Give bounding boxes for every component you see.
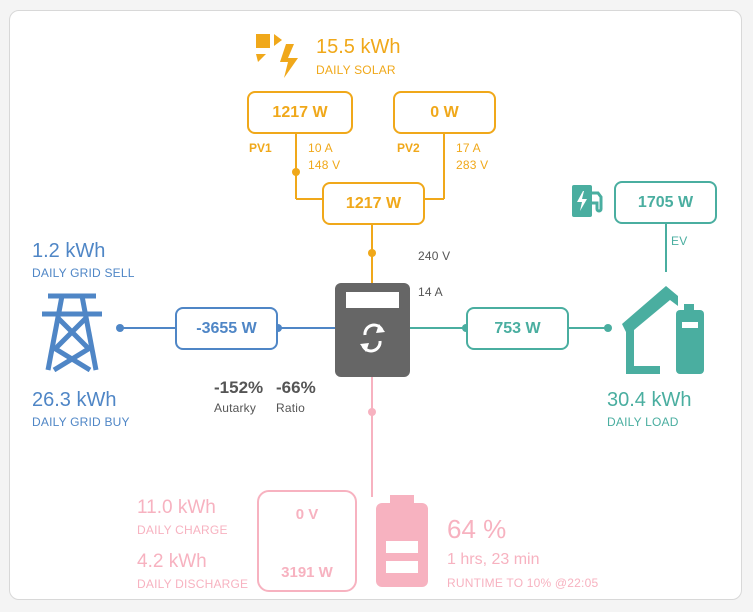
- pv1-voltage: 148 V: [308, 158, 341, 172]
- autarky-label: Autarky: [214, 401, 257, 415]
- pv2-power-box[interactable]: 0 W: [393, 91, 496, 134]
- battery-icon: [372, 493, 432, 589]
- battery-soc: 64 %: [447, 514, 507, 544]
- inverter-voltage: 240 V: [418, 249, 451, 263]
- grid-sell-label: DAILY GRID SELL: [32, 266, 135, 280]
- pv2-voltage: 283 V: [456, 158, 489, 172]
- ev-power-box[interactable]: 1705 W: [614, 181, 717, 224]
- ratio-value: -66%: [276, 378, 316, 397]
- pv2-current: 17 A: [456, 141, 481, 155]
- daily-load-value: 30.4 kWh: [607, 389, 692, 411]
- daily-discharge-label: DAILY DISCHARGE: [137, 577, 249, 591]
- pv2-label: PV2: [397, 141, 420, 155]
- ev-label: EV: [671, 234, 688, 248]
- home-battery-icon: [620, 284, 720, 376]
- battery-runtime-label: RUNTIME TO 10% @22:05: [447, 576, 599, 590]
- daily-charge-value: 11.0 kWh: [137, 497, 216, 518]
- solar-icon: [252, 32, 302, 80]
- pv1-power: 1217 W: [272, 103, 328, 121]
- grid-sell-value: 1.2 kWh: [32, 240, 106, 262]
- daily-load-label: DAILY LOAD: [607, 415, 679, 429]
- load-power-box[interactable]: 753 W: [466, 307, 569, 350]
- inverter-current: 14 A: [418, 285, 443, 299]
- transmission-tower-icon: [40, 290, 104, 373]
- daily-charge-label: DAILY CHARGE: [137, 523, 228, 537]
- solar-total-box[interactable]: 1217 W: [322, 182, 425, 225]
- battery-runtime: 1 hrs, 23 min: [447, 551, 540, 568]
- daily-solar-label: DAILY SOLAR: [316, 63, 396, 77]
- load-power: 753 W: [494, 319, 541, 337]
- pv2-power: 0 W: [430, 103, 459, 121]
- ratio-label: Ratio: [276, 401, 306, 415]
- battery-power: 3191 W: [281, 564, 333, 581]
- pv1-label: PV1: [249, 141, 272, 155]
- inverter-icon[interactable]: [335, 283, 410, 377]
- grid-power: -3655 W: [196, 319, 257, 337]
- battery-stats-box[interactable]: 0 V 3191 W: [257, 490, 357, 592]
- solar-total-power: 1217 W: [345, 194, 402, 212]
- grid-power-box[interactable]: -3655 W: [175, 307, 278, 350]
- grid-buy-value: 26.3 kWh: [32, 389, 117, 411]
- battery-voltage: 0 V: [295, 506, 319, 523]
- ev-power: 1705 W: [637, 193, 694, 211]
- autarky-value: -152%: [214, 378, 264, 397]
- pv1-power-box[interactable]: 1217 W: [247, 91, 353, 134]
- pv1-current: 10 A: [308, 141, 333, 155]
- grid-buy-label: DAILY GRID BUY: [32, 415, 130, 429]
- daily-solar-value: 15.5 kWh: [316, 36, 401, 58]
- daily-discharge-value: 4.2 kWh: [137, 551, 207, 572]
- ev-charger-icon: [570, 183, 606, 219]
